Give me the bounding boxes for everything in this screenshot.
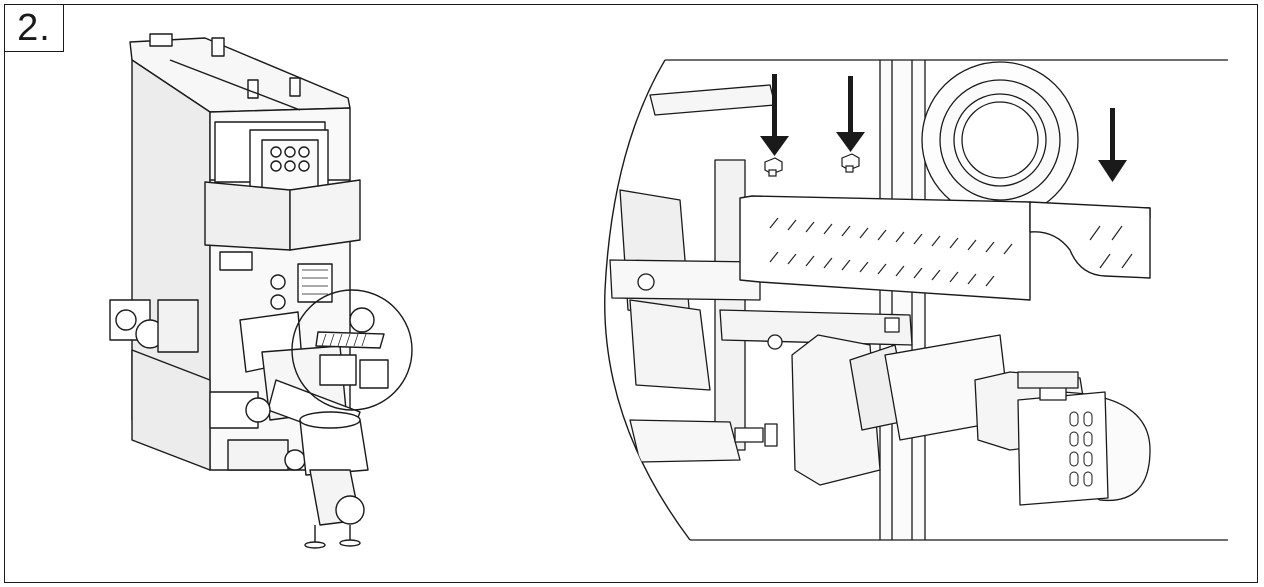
- down-arrow-icon: [836, 76, 865, 152]
- boiler-overview: [109, 33, 389, 549]
- step-number-box: 2.: [4, 4, 64, 52]
- detail-callout-circle: [291, 289, 413, 411]
- perforated-cover: [739, 195, 1151, 301]
- step-number: 2.: [17, 7, 51, 49]
- figure-frame: [4, 4, 1258, 583]
- down-arrow-icon: [1098, 108, 1127, 182]
- down-arrow-icon: [760, 74, 789, 156]
- screw-left: [764, 157, 783, 177]
- detail-view: [604, 59, 1228, 541]
- screw-middle: [841, 153, 860, 173]
- detail-boundary: [604, 59, 691, 541]
